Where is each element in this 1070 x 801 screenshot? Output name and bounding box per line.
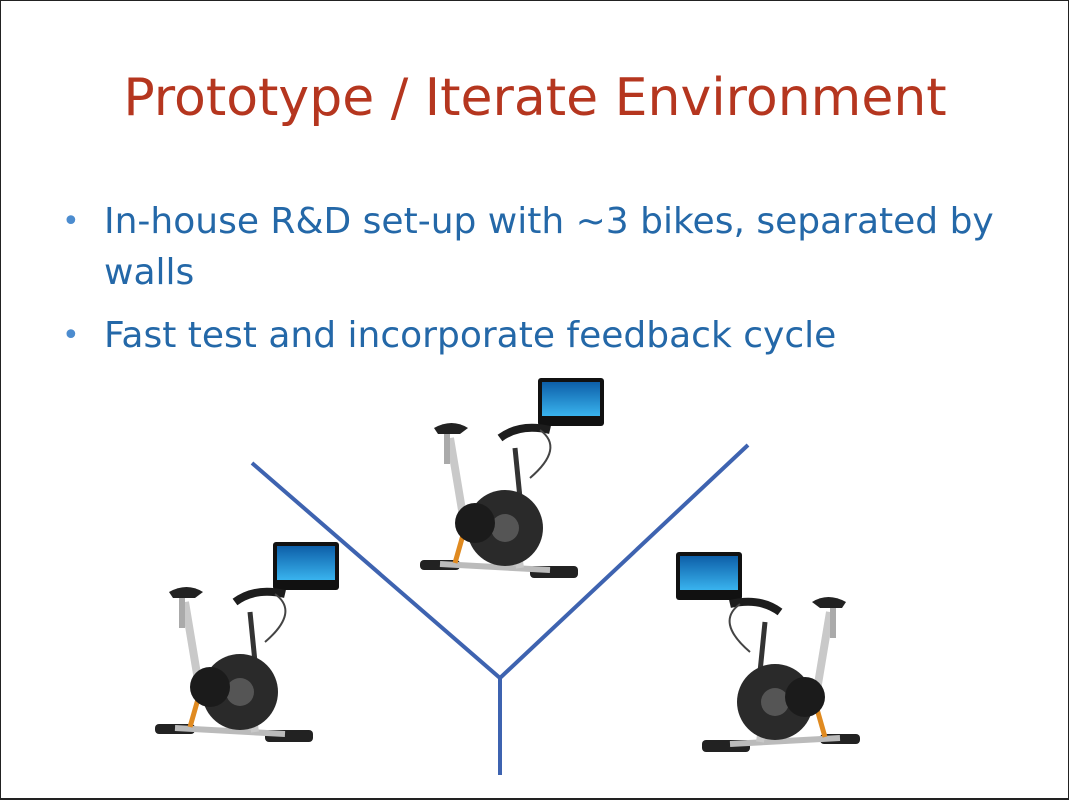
bike-right: [676, 552, 860, 752]
bullet-item: • In-house R&D set-up with ~3 bikes, sepa…: [60, 196, 1020, 298]
wall-lines: [250, 443, 750, 775]
bullet-icon: •: [62, 204, 80, 239]
bullet-text: Fast test and incorporate feedback cycle: [104, 315, 837, 356]
bike-left: [155, 542, 339, 742]
bullet-icon: •: [62, 318, 80, 353]
bullet-text: In-house R&D set-up with ~3 bikes, separ…: [104, 201, 994, 293]
slide-title: Prototype / Iterate Environment: [123, 68, 947, 128]
bike-center: [420, 378, 604, 578]
bullet-list: • In-house R&D set-up with ~3 bikes, sepa…: [60, 196, 1020, 373]
bullet-item: • Fast test and incorporate feedback cycl…: [60, 310, 1020, 361]
